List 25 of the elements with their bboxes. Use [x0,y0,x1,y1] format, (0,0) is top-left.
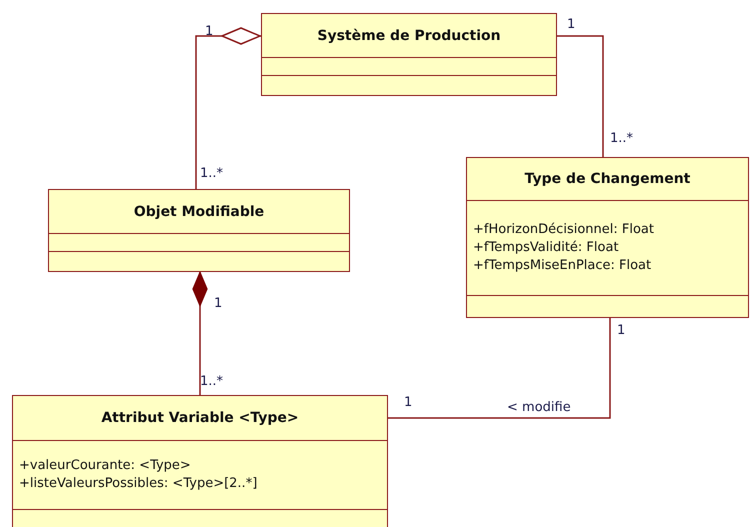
class-box [12,395,388,527]
attribute-text: +valeurCourante: <Type> [19,457,192,475]
multiplicity-label: 1 [205,24,214,39]
class-name: Type de Changement [524,171,690,187]
multiplicity-label: 1..* [200,374,224,389]
attribute-text: +listeValeursPossibles: <Type>[2..*] [19,475,258,493]
multiplicity-label: 1 [214,296,222,311]
attribute-text: +fTempsValidité: Float [473,239,620,257]
multiplicity-label: 1 [617,323,626,338]
attribute-text: +fTempsMiseEnPlace: Float [473,257,652,275]
class-box [48,189,350,272]
multiplicity-label: 1 [404,395,412,410]
aggregation-line [195,27,261,189]
association-line [388,316,611,419]
composition-line [192,271,208,395]
class-box [261,13,557,96]
association-line [557,35,604,157]
multiplicity-label: 1 [567,17,576,32]
multiplicity-label: 1..* [200,166,224,181]
attribute-text: +fHorizonDécisionnel: Float [473,221,655,239]
class-name: Objet Modifiable [134,204,264,220]
class-name: Attribut Variable <Type> [101,410,299,426]
class-box [466,157,749,318]
class-name: Système de Production [317,28,501,44]
multiplicity-label: 1..* [610,131,634,146]
